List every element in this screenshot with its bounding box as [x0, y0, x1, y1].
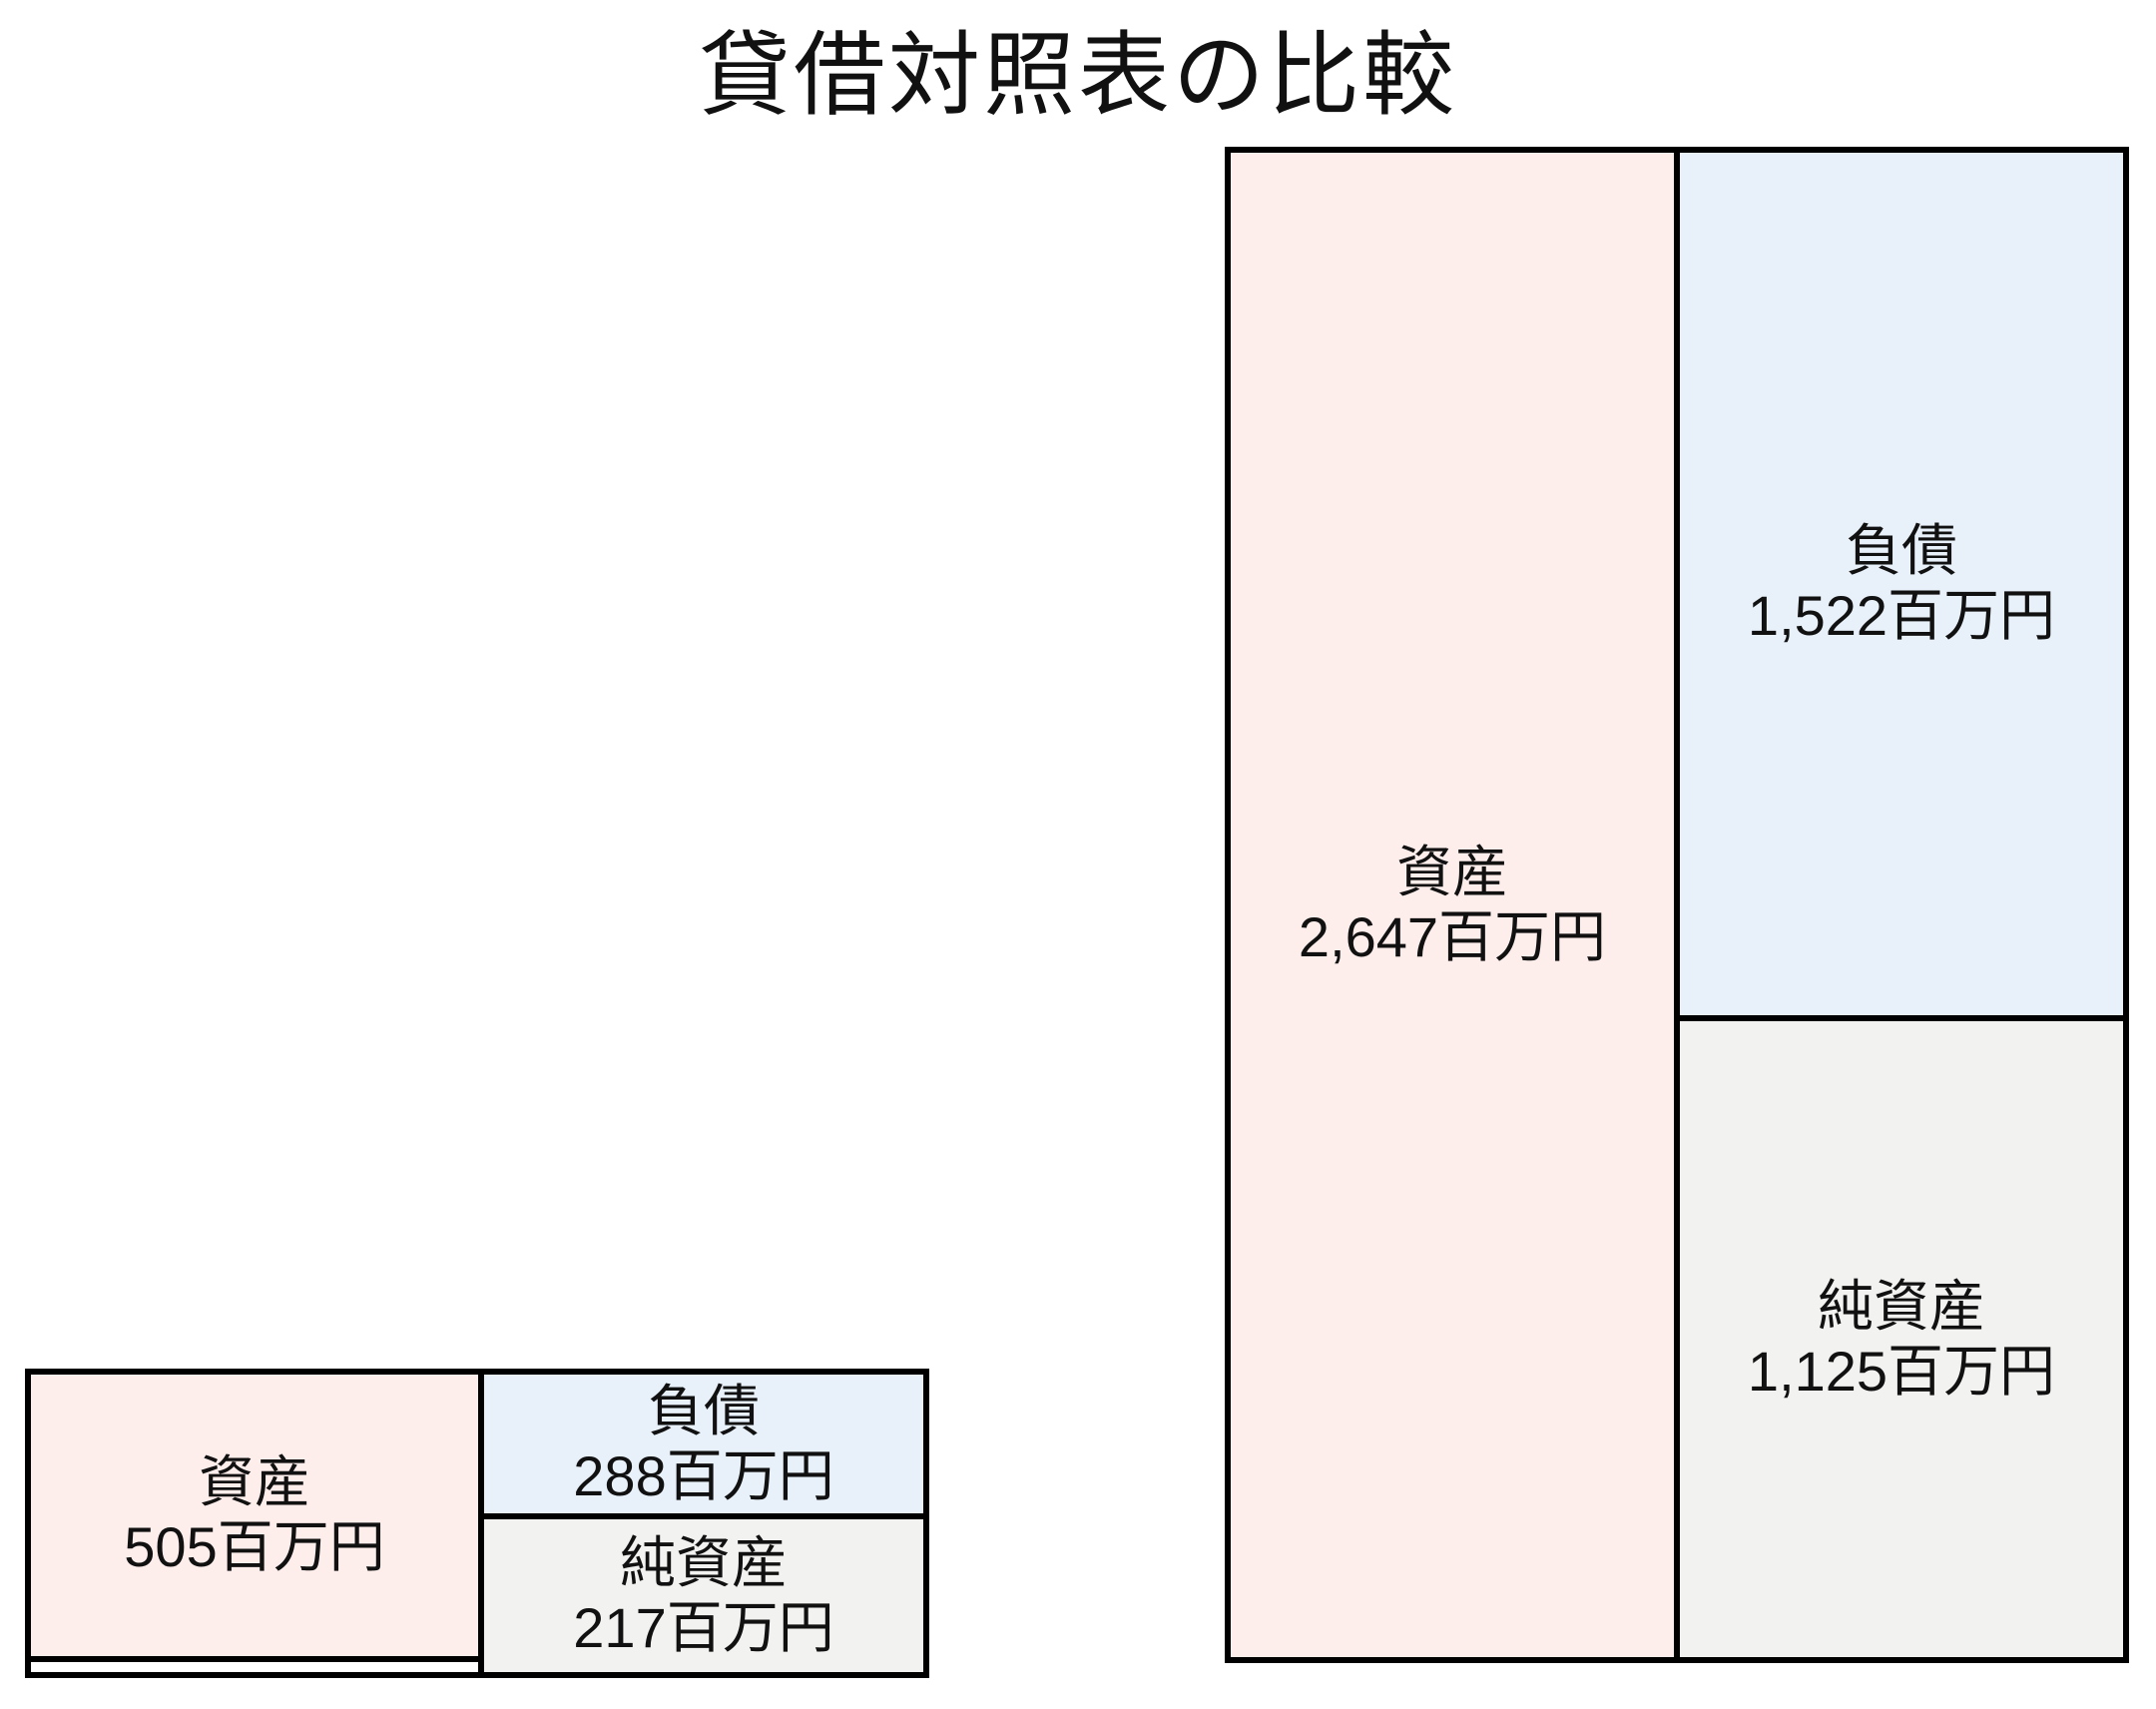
small-baseline-strip: [25, 1656, 484, 1678]
small-liabilities-label: 負債: [648, 1379, 760, 1442]
large-liabilities-value: 1,522百万円: [1747, 584, 2056, 647]
large-net-assets-value: 1,125百万円: [1747, 1339, 2056, 1403]
small-liabilities-box: 負債 288百万円: [478, 1369, 929, 1519]
large-net-assets-box: 純資産 1,125百万円: [1674, 1015, 2129, 1663]
large-liabilities-label: 負債: [1846, 519, 1957, 583]
small-assets-label: 資産: [199, 1450, 310, 1514]
small-net-assets-label: 純資産: [620, 1530, 788, 1594]
small-net-assets-value: 217百万円: [573, 1595, 834, 1659]
small-liabilities-value: 288百万円: [573, 1443, 834, 1507]
large-liabilities-box: 負債 1,522百万円: [1674, 147, 2129, 1021]
small-assets-box: 資産 505百万円: [25, 1369, 484, 1662]
chart-title: 貸借対照表の比較: [698, 25, 1457, 127]
large-net-assets-label: 純資産: [1818, 1274, 1985, 1338]
small-assets-value: 505百万円: [124, 1515, 385, 1578]
small-net-assets-box: 純資産 217百万円: [478, 1513, 929, 1678]
large-assets-value: 2,647百万円: [1298, 904, 1607, 968]
large-assets-label: 資産: [1396, 840, 1508, 903]
large-assets-box: 資産 2,647百万円: [1225, 147, 1680, 1663]
